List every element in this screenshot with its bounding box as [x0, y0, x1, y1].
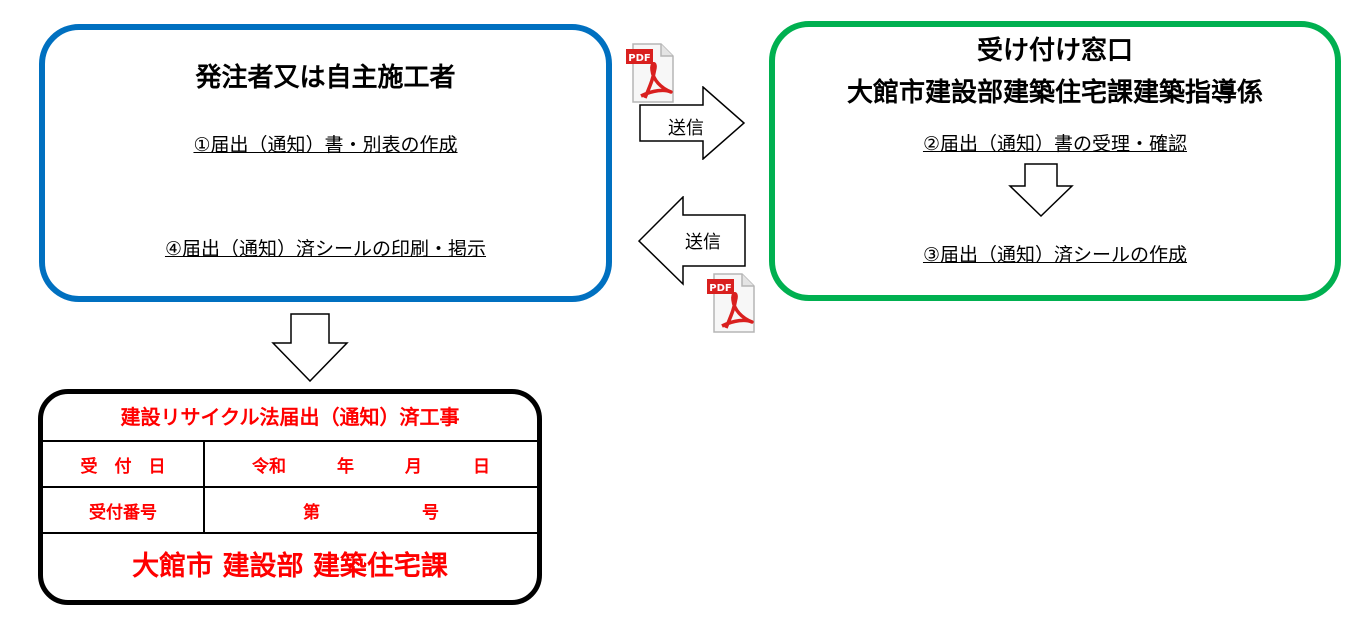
down-arrow-icon — [1008, 163, 1074, 218]
reception-box: 受け付け窓口 大館市建設部建築住宅課建築指導係 ②届出（通知）書の受理・確認 ③… — [769, 21, 1341, 301]
receipt-number-label: 受付番号 — [43, 488, 205, 532]
step-1-create-notification: ①届出（通知）書・別表の作成 — [193, 134, 458, 156]
send-left-arrow-icon — [638, 196, 746, 286]
svg-text:PDF: PDF — [709, 283, 731, 294]
receipt-number-value: 第 号 — [303, 502, 439, 523]
step-4-print-sticker: ④届出（通知）済シールの印刷・掲示 — [164, 238, 487, 260]
received-date-label: 受 付 日 — [43, 442, 205, 486]
send-right-arrow-icon — [639, 86, 746, 160]
down-arrow-to-sticker-icon — [271, 313, 349, 383]
sticker-row-received-date: 受 付 日 令和 年 月 日 — [43, 442, 537, 488]
sticker-header: 建設リサイクル法届出（通知）済工事 — [43, 394, 537, 442]
pdf-file-icon-returned: PDF — [707, 273, 755, 333]
applicant-title: 発注者又は自主施工者 — [195, 63, 456, 93]
step-3-create-sticker: ③届出（通知）済シールの作成 — [922, 244, 1188, 266]
step-2-accept-confirm: ②届出（通知）書の受理・確認 — [922, 133, 1188, 155]
sticker-row-receipt-number: 受付番号 第 号 — [43, 488, 537, 534]
pdf-file-icon: PDF — [626, 43, 674, 103]
received-date-value: 令和 年 月 日 — [252, 456, 490, 477]
send-right-label: 送信 — [668, 118, 704, 139]
reception-title-line2: 大館市建設部建築住宅課建築指導係 — [846, 78, 1263, 108]
send-left-label: 送信 — [685, 232, 721, 253]
svg-text:PDF: PDF — [628, 53, 650, 64]
applicant-box: 発注者又は自主施工者 ①届出（通知）書・別表の作成 ④届出（通知）済シールの印刷… — [39, 24, 612, 302]
sticker-footer: 大館市 建設部 建築住宅課 — [132, 551, 448, 582]
completion-sticker: 建設リサイクル法届出（通知）済工事 受 付 日 令和 年 月 日 受付番号 第 … — [38, 389, 542, 605]
reception-title-line1: 受け付け窓口 — [976, 36, 1133, 66]
